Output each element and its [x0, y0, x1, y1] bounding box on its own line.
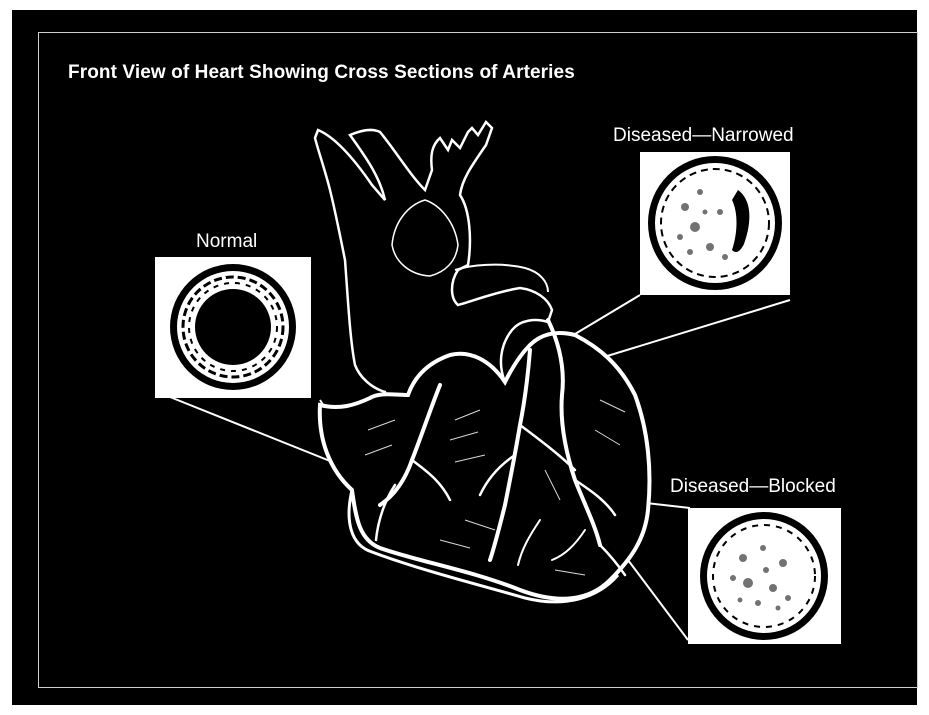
inset-normal	[155, 257, 311, 398]
inset-blocked	[688, 508, 841, 644]
label-narrowed: Diseased—Narrowed	[613, 125, 794, 147]
label-blocked: Diseased—Blocked	[670, 476, 836, 498]
cross-section-narrowed	[640, 152, 790, 295]
cross-section-blocked	[688, 508, 841, 644]
cross-section-normal	[155, 257, 311, 398]
label-normal: Normal	[196, 231, 257, 253]
inset-narrowed	[640, 152, 790, 295]
